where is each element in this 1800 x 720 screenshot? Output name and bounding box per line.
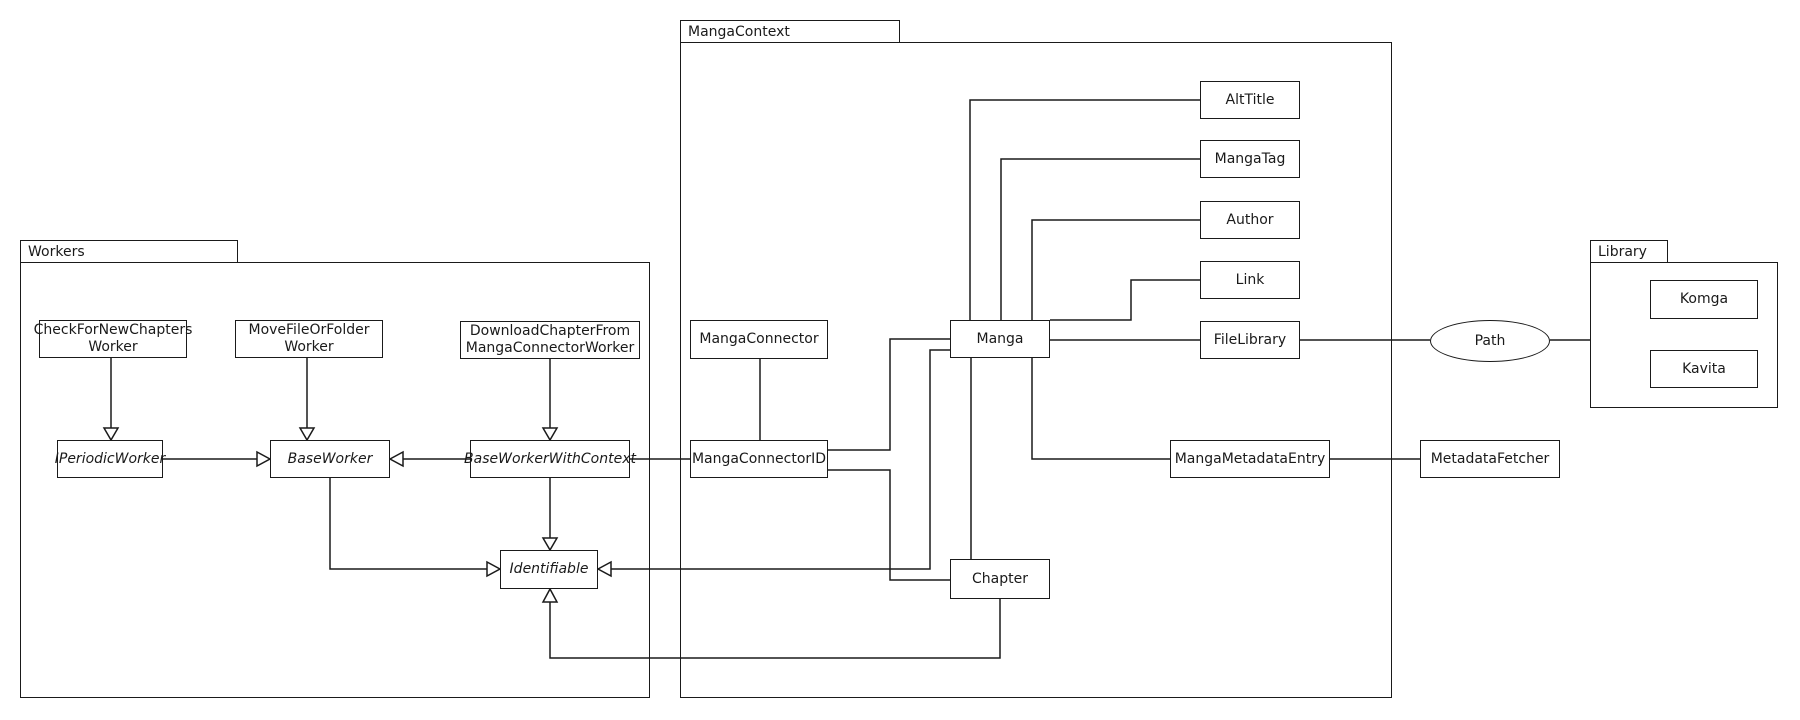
class-kavita: Kavita [1650,350,1758,388]
package-body-manga-context [680,42,1392,698]
class-label: MangaConnectorWorker [465,340,635,356]
class-label: CheckForNewChapters [33,322,193,338]
class-label: FileLibrary [1213,331,1287,348]
class-label: AltTitle [1225,91,1275,108]
package-label: Library [1598,243,1647,260]
class-link: Link [1200,261,1300,299]
class-move-file-or-folder-worker: MoveFileOrFolder Worker [235,320,383,358]
package-label: MangaContext [688,23,790,40]
interface-iperiodic-worker: IPeriodicWorker [54,440,166,478]
class-file-library: FileLibrary [1200,321,1300,359]
class-download-chapter-from-manga-connector-worker: DownloadChapterFrom MangaConnectorWorker [460,321,640,359]
package-tab-manga-context: MangaContext [680,20,900,43]
interface-base-worker-with-context: BaseWorkerWithContext [464,440,636,478]
class-manga-connector-id: MangaConnectorID [690,440,828,478]
edge-mangaconnectorid-chapter [828,469,950,581]
class-manga-tag: MangaTag [1200,140,1300,178]
package-tab-library: Library [1590,240,1668,263]
package-body-workers [20,262,650,698]
edge-link-manga [1050,279,1200,321]
edge-manga-identifiable [611,349,950,570]
class-label: Kavita [1682,360,1726,377]
inheritance-arrowhead [388,450,404,468]
edge-chapter-identifiable [549,599,1001,659]
class-label: DownloadChapterFrom [469,323,631,339]
class-chapter: Chapter [950,559,1050,599]
edge-alttitle-manga [969,99,1200,320]
edge-mangatag-manga [1000,158,1200,320]
interface-label: Identifiable [509,561,589,577]
package-label: Workers [28,243,85,260]
inheritance-arrowhead [256,450,272,468]
class-komga: Komga [1650,280,1758,319]
class-label: Komga [1679,291,1729,307]
class-manga-connector: MangaConnector [690,320,828,359]
class-label: Worker [88,339,138,355]
class-label: Manga [976,330,1024,347]
edge-manga-mangametadataentry [1031,358,1170,460]
interface-label: IPeriodicWorker [54,450,166,467]
class-alt-title: AltTitle [1200,81,1300,119]
interface-base-worker: BaseWorker [270,440,390,478]
class-manga: Manga [950,320,1050,358]
class-label: MangaConnector [699,331,819,347]
inheritance-arrowhead [298,427,316,442]
edge-baseworker-identifiable [329,478,487,570]
class-metadata-fetcher: MetadataFetcher [1420,440,1560,478]
interface-identifiable: Identifiable [500,550,598,589]
inheritance-arrowhead [596,560,612,578]
edge-author-manga [1031,219,1200,320]
interface-label: BaseWorker [287,450,373,467]
path-ellipse-node: Path [1430,320,1550,362]
class-label: Author [1226,211,1274,228]
class-label: Worker [284,339,334,355]
edge-mangaconnectorid-manga [828,338,950,451]
class-label: MoveFileOrFolder [248,322,370,338]
class-label: Link [1235,271,1265,288]
class-label: MangaMetadataEntry [1174,450,1326,467]
package-tab-workers: Workers [20,240,238,263]
class-label: MangaConnectorID [691,450,827,467]
inheritance-arrowhead [541,537,559,552]
interface-label: BaseWorkerWithContext [464,450,636,467]
class-author: Author [1200,201,1300,239]
class-label: MangaTag [1214,150,1286,167]
inheritance-arrowhead [486,560,502,578]
class-check-for-new-chapters-worker: CheckForNewChapters Worker [34,320,192,358]
package-body-library [1590,262,1778,408]
inheritance-arrowhead [541,427,559,442]
class-manga-metadata-entry: MangaMetadataEntry [1170,440,1330,478]
inheritance-arrowhead [541,587,559,603]
node-label: Path [1474,333,1506,349]
class-label: Chapter [972,570,1028,587]
class-label: MetadataFetcher [1430,450,1550,467]
inheritance-arrowhead [102,427,120,442]
